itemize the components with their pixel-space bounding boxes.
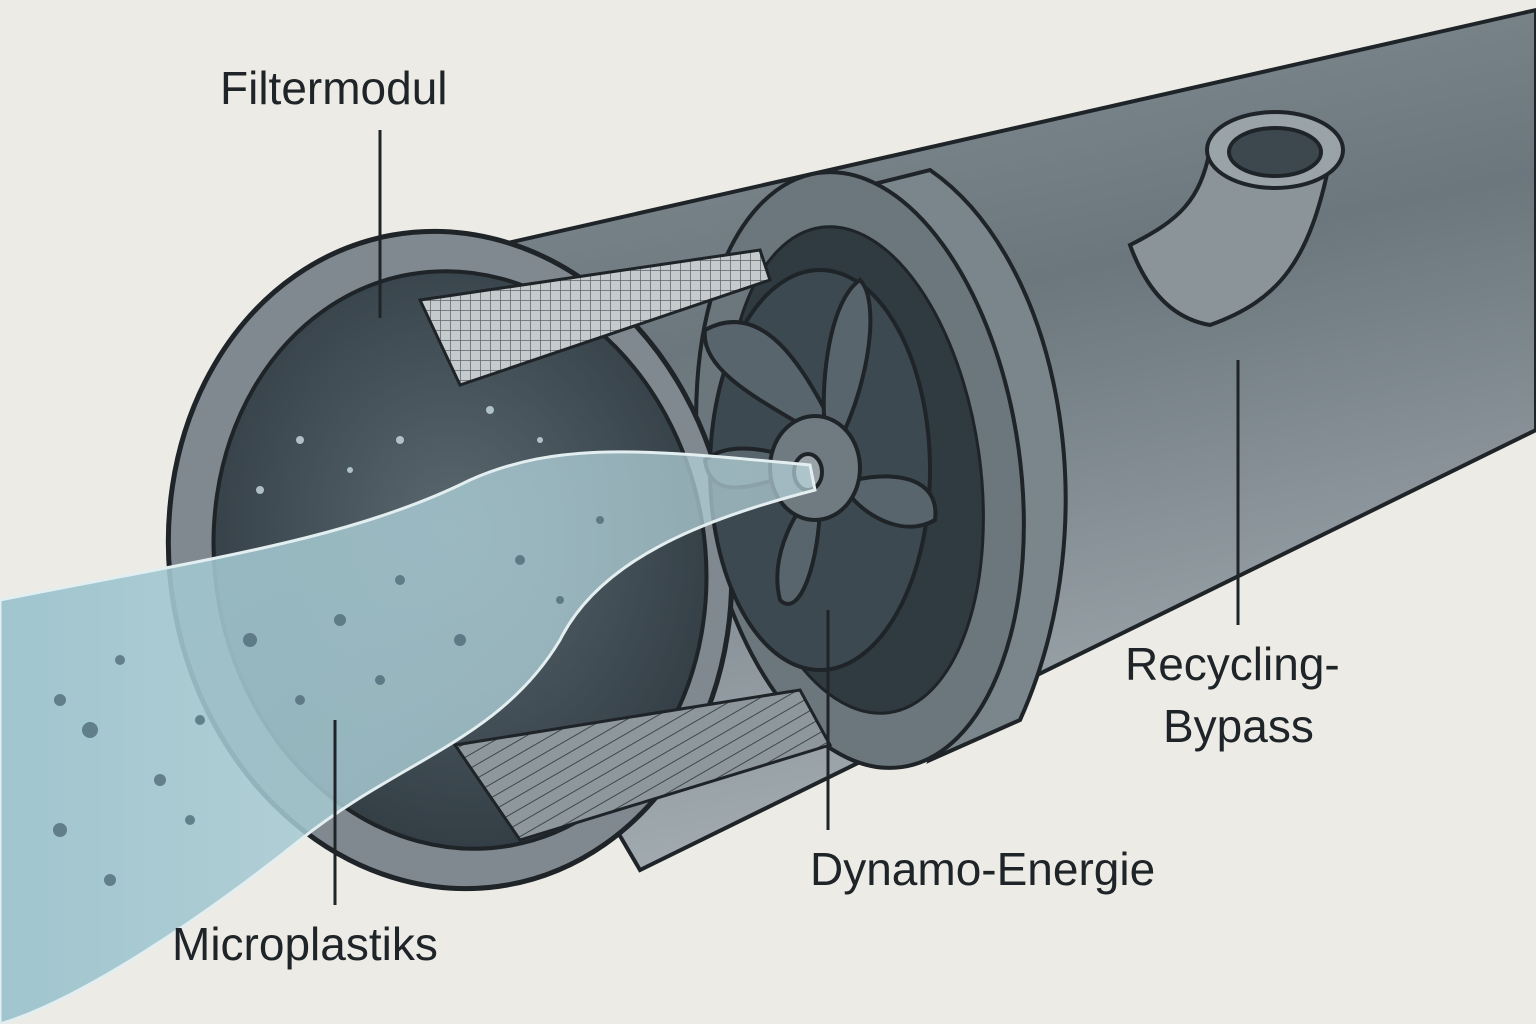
label-filtermodul: Filtermodul [220, 62, 448, 114]
filter-mesh-top [417, 248, 772, 387]
label-microplastiks: Microplastiks [172, 918, 438, 970]
filter-mesh-bottom [452, 688, 833, 842]
bypass-elbow [1127, 110, 1345, 328]
water-stream [0, 450, 817, 1024]
label-recycling: Recycling- [1125, 638, 1340, 690]
label-dynamo-energie: Dynamo-Energie [810, 843, 1156, 895]
leader-lines [333, 130, 1240, 905]
microplastic-particles [53, 516, 604, 886]
label-bypass: Bypass [1163, 700, 1314, 752]
